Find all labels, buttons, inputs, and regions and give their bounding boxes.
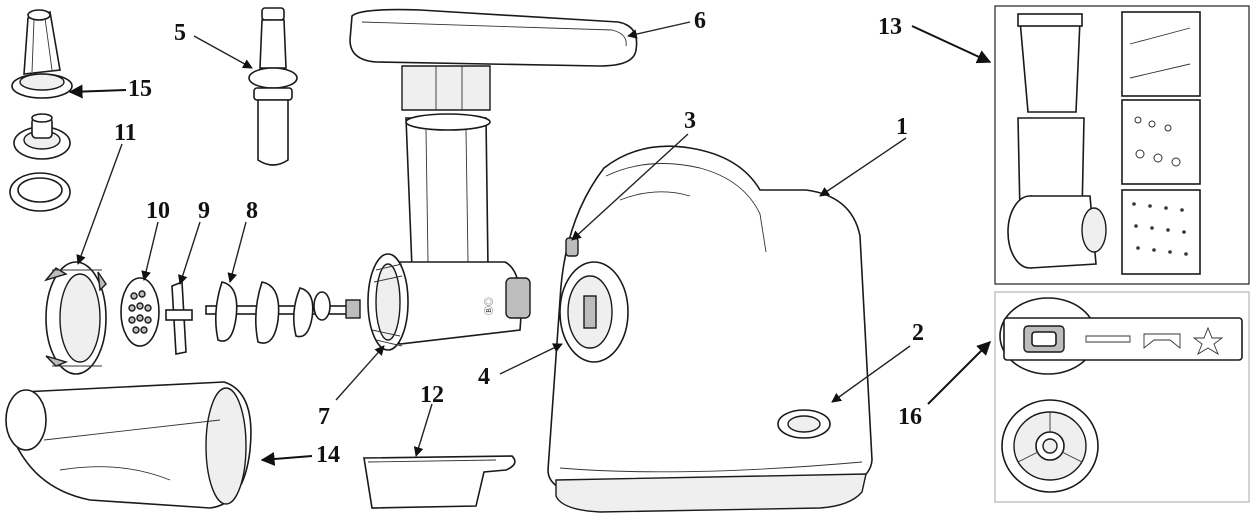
callout-11: 11 — [114, 120, 137, 146]
callout-13: 13 — [878, 14, 902, 40]
plate-holes — [128, 290, 152, 334]
callout-15: 15 — [128, 76, 152, 102]
callout-5: 5 — [174, 20, 186, 46]
callout-4: 4 — [478, 364, 490, 390]
part-4-drive-outlet — [559, 261, 629, 363]
part-1-motor-housing — [547, 145, 873, 513]
part-15-ring-parts — [9, 113, 71, 212]
disc-upper — [999, 297, 1243, 375]
part-6-feeding-tray — [349, 8, 638, 111]
callout-3: 3 — [684, 108, 696, 134]
part-10-mincing-plate — [120, 277, 160, 347]
part-2-power-switch — [777, 409, 831, 439]
part-3-release-button — [565, 237, 579, 257]
part-12-pusher-tray — [363, 455, 516, 509]
part-7-grinder-head: Ⓑ◎ — [367, 113, 531, 351]
part-13-slicer-panel — [994, 5, 1250, 285]
callout-7: 7 — [318, 404, 330, 430]
part-16-disc-panel — [994, 291, 1250, 503]
callout-6: 6 — [694, 8, 706, 34]
part-11-ring-nut — [43, 261, 107, 375]
part-8-auger-screw — [205, 281, 361, 344]
callout-9: 9 — [198, 198, 210, 224]
callout-14: 14 — [316, 442, 340, 468]
part-14-juicer-cover — [5, 381, 252, 509]
callout-12: 12 — [420, 382, 444, 408]
callout-8: 8 — [246, 198, 258, 224]
svg-text:Ⓑ◎: Ⓑ◎ — [484, 297, 494, 315]
part-15-sausage-funnel — [11, 9, 73, 99]
callout-1: 1 — [896, 114, 908, 140]
callout-2: 2 — [912, 320, 924, 346]
leader-lines — [68, 21, 992, 466]
part-5-food-pusher — [248, 7, 298, 166]
disc-lower — [1001, 399, 1099, 493]
slicer-assembly — [1007, 13, 1107, 269]
callout-numbers: 1 2 3 4 5 6 7 8 9 10 11 12 13 14 15 16 — [114, 8, 924, 468]
callout-10: 10 — [146, 198, 170, 224]
callout-16: 16 — [898, 404, 922, 430]
slicer-drums — [1121, 11, 1201, 275]
part-9-cutting-blade — [165, 280, 193, 355]
